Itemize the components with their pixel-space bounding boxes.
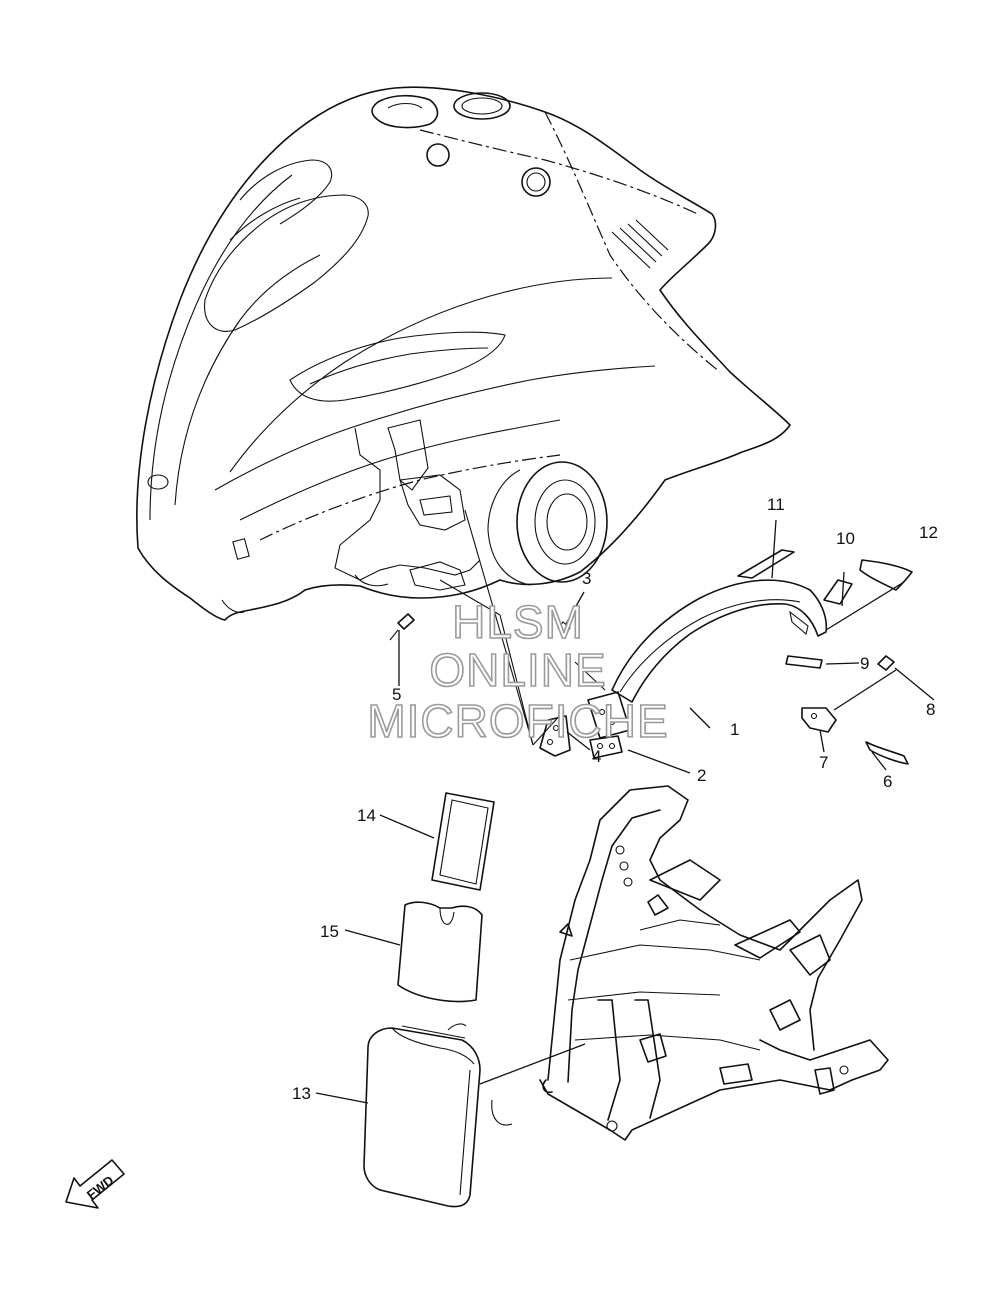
callout-12: 12: [919, 523, 938, 542]
frame-assembly: [539, 785, 889, 1141]
forward-direction-badge: FWD: [65, 1159, 125, 1209]
fwd-label: FWD: [84, 1172, 117, 1202]
callout-11: 11: [767, 495, 785, 514]
callout-14: 14: [357, 806, 376, 825]
callout-leaders: [315, 591, 935, 1104]
callout-10: 10: [836, 529, 855, 548]
callout-13: 13: [292, 1084, 311, 1103]
air-filter-parts: [363, 792, 586, 1208]
callout-15: 15: [320, 922, 339, 941]
callout-1: 1: [730, 720, 739, 739]
watermark-line-3: MICROFICHE: [367, 695, 668, 747]
callout-8: 8: [926, 700, 935, 719]
fuel-tank-body: [136, 86, 791, 621]
watermark-line-2: ONLINE: [429, 644, 606, 696]
callout-4: 4: [592, 747, 601, 766]
callout-9: 9: [860, 654, 869, 673]
callout-2: 2: [697, 766, 706, 785]
callout-5: 5: [392, 685, 401, 704]
reference-lines: [439, 509, 606, 746]
watermark: HLSM ONLINE MICROFICHE: [367, 595, 669, 748]
callout-3: 3: [582, 569, 591, 588]
callout-7: 7: [819, 753, 828, 772]
fwd-arrow-icon: [65, 1159, 125, 1209]
side-guard-assembly: [389, 519, 913, 765]
callout-labels: 1 2 3 4 5 6 7 8 9 10 11 12 13 14 15: [292, 495, 938, 1103]
watermark-line-1: HLSM: [452, 596, 584, 648]
callout-6: 6: [883, 772, 892, 791]
